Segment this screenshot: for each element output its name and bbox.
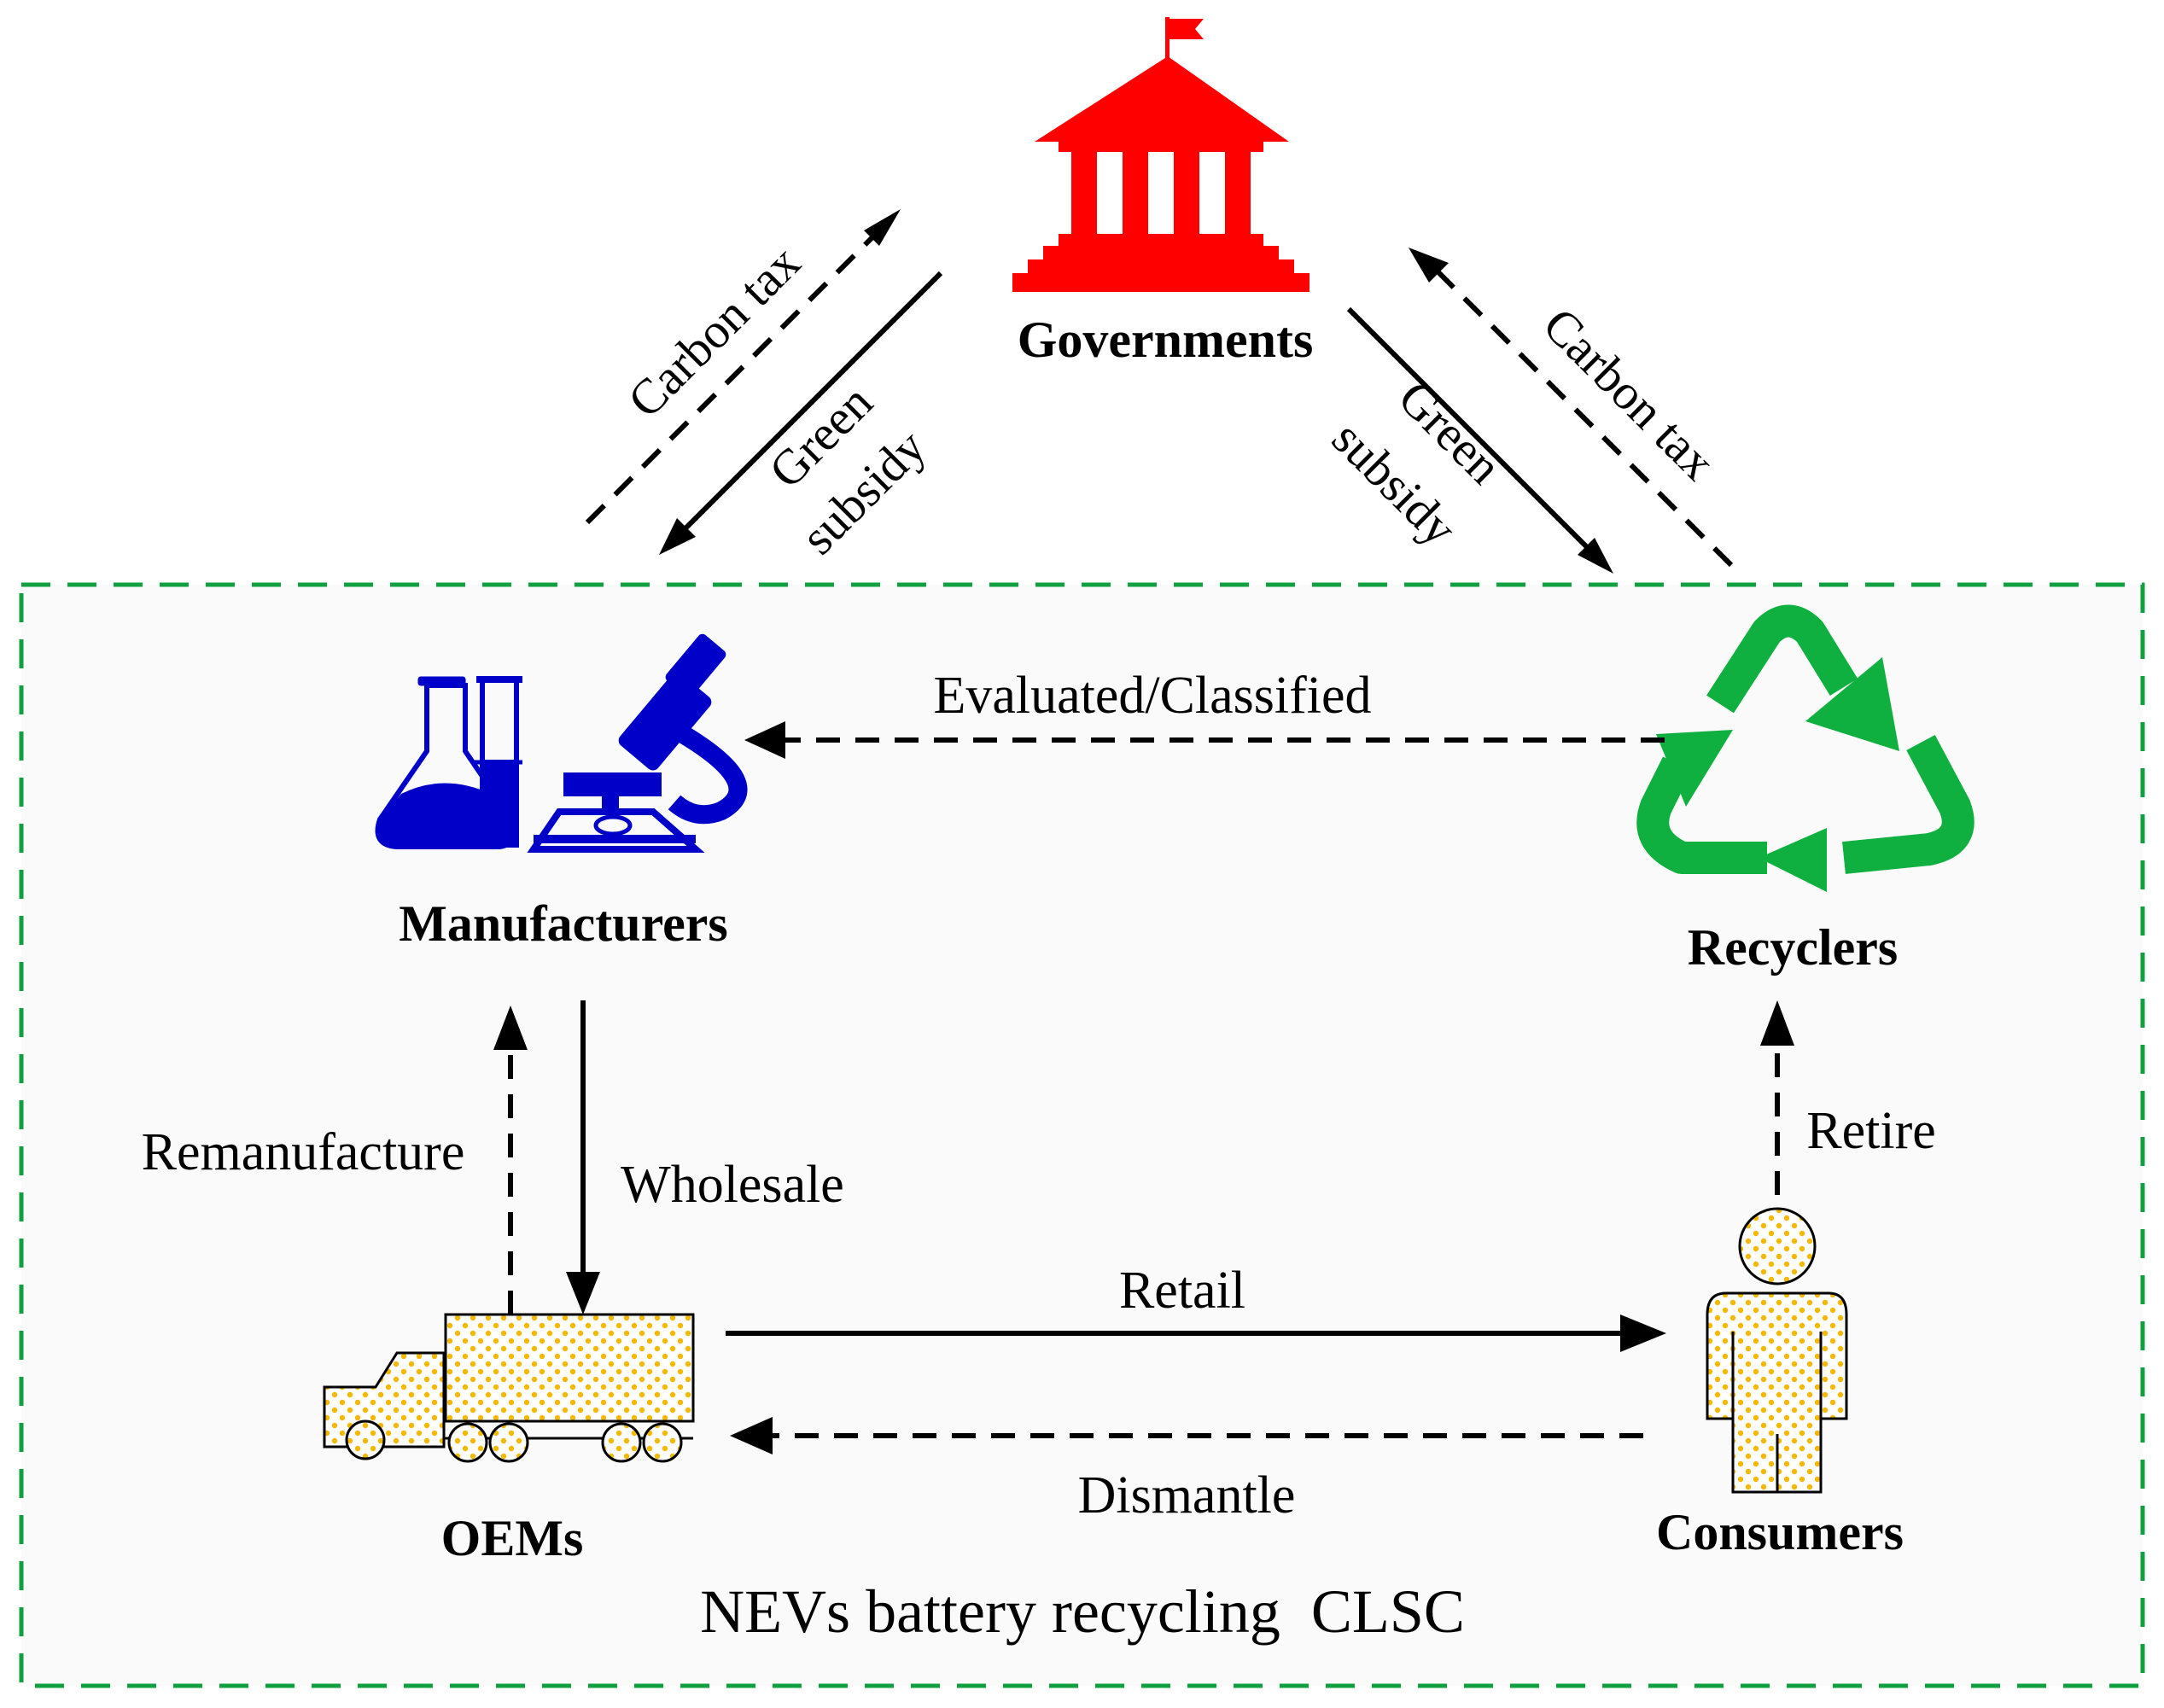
clsc-boundary <box>19 582 2145 1688</box>
recycle-arrowheads <box>1656 657 1899 892</box>
green-subsidy-left-arrow <box>672 271 943 542</box>
retire-label: Retire <box>1806 1102 1936 1160</box>
governments-label: Governments <box>1018 312 1314 368</box>
recycle-icon <box>1636 604 1974 874</box>
diagram-title: NEVs battery recycling CLSC <box>700 1577 1465 1646</box>
evaluated-label: Evaluated/Classified <box>933 667 1371 725</box>
wholesale-label: Wholesale <box>621 1156 844 1214</box>
retail-label: Retail <box>1119 1262 1245 1320</box>
recyclers-label: Recyclers <box>1688 919 1899 976</box>
green-subsidy-right-arrow <box>1346 306 1599 559</box>
government-building-icon <box>1012 17 1309 292</box>
lab-flask-microscope-icon <box>375 633 748 853</box>
truck-icon <box>323 1313 695 1463</box>
person-icon <box>1706 1207 1848 1494</box>
manufacturers-label: Manufacturers <box>399 895 728 952</box>
carbon-tax-right-arrow <box>1432 265 1734 568</box>
carbon-tax-left-arrow <box>585 226 884 525</box>
remanufacture-label: Remanufacture <box>142 1123 465 1181</box>
consumers-label: Consumers <box>1656 1504 1904 1560</box>
oems-label: OEMs <box>441 1510 584 1566</box>
dismantle-label: Dismantle <box>1078 1466 1296 1524</box>
